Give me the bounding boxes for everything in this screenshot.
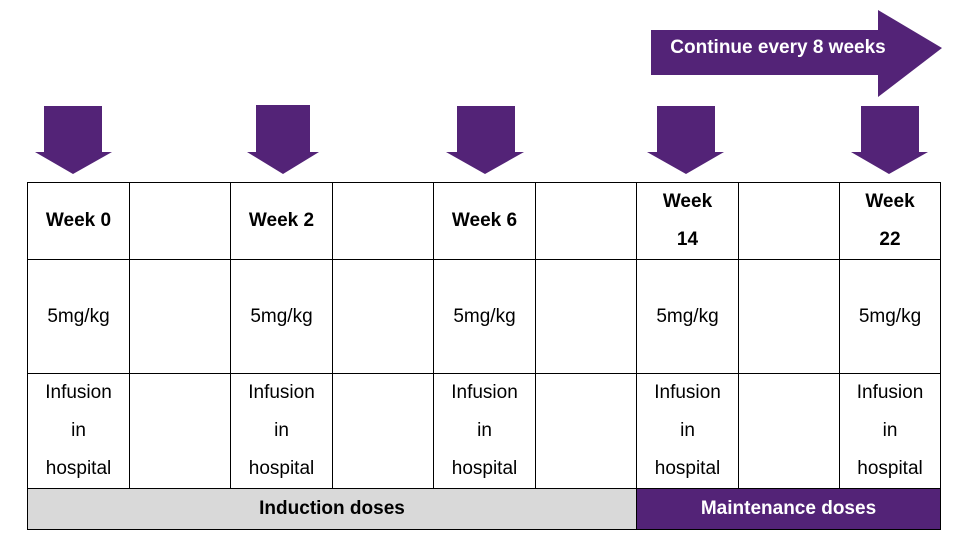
administration-cell: Infusion in hospital xyxy=(433,373,536,489)
administration-line: Infusion xyxy=(45,382,112,403)
week-label: Week 6 xyxy=(451,210,518,231)
administration-line: Infusion xyxy=(451,382,518,403)
spacer-cell xyxy=(738,373,840,489)
administration-line: hospital xyxy=(45,458,112,479)
continue-arrow xyxy=(651,10,942,97)
administration-line: hospital xyxy=(451,458,518,479)
administration-line: Infusion xyxy=(856,382,924,403)
administration-line: in xyxy=(274,420,289,441)
continue-label: Continue every 8 weeks xyxy=(670,37,886,58)
week-row: Week 0 Week 2 Week 6 Week 14 Week 22 xyxy=(27,182,941,260)
spacer-cell xyxy=(129,373,231,489)
administration-line: Infusion xyxy=(654,382,721,403)
week-label: Week 0 xyxy=(45,210,112,231)
spacer-cell xyxy=(332,373,434,489)
spacer-cell xyxy=(332,259,434,374)
administration-line: in xyxy=(680,420,695,441)
week-label-line: 14 xyxy=(676,229,699,250)
down-arrow-week-6 xyxy=(446,106,524,174)
week-label-line: Week xyxy=(865,191,915,212)
dosing-schedule-table: Week 0 Week 2 Week 6 Week 14 Week 22 5mg… xyxy=(27,182,941,530)
down-arrow-week-2 xyxy=(247,105,319,174)
spacer-cell xyxy=(738,259,840,374)
administration-line: hospital xyxy=(857,458,923,479)
administration-line: hospital xyxy=(654,458,721,479)
week-cell: Week 0 xyxy=(27,182,130,260)
week-cell: Week 14 xyxy=(636,182,739,260)
spacer-cell xyxy=(129,259,231,374)
maintenance-phase-label: Maintenance doses xyxy=(636,488,941,530)
dose-cell: 5mg/kg xyxy=(839,259,941,374)
administration-line: hospital xyxy=(248,458,315,479)
down-arrow-week-14 xyxy=(647,106,724,174)
dose-row: 5mg/kg 5mg/kg 5mg/kg 5mg/kg 5mg/kg xyxy=(27,259,941,374)
spacer-cell xyxy=(535,373,637,489)
spacer-cell xyxy=(129,182,231,260)
spacer-cell xyxy=(535,259,637,374)
induction-phase-label: Induction doses xyxy=(27,488,637,530)
administration-line: in xyxy=(882,420,898,441)
week-label-line: Week xyxy=(662,191,713,212)
administration-line: in xyxy=(71,420,86,441)
administration-cell: Infusion in hospital xyxy=(27,373,130,489)
dose-cell: 5mg/kg xyxy=(230,259,333,374)
phase-row: Induction doses Maintenance doses xyxy=(27,488,941,530)
spacer-cell xyxy=(332,182,434,260)
week-label: Week 2 xyxy=(248,210,315,231)
dose-cell: 5mg/kg xyxy=(636,259,739,374)
spacer-cell xyxy=(738,182,840,260)
week-cell: Week 6 xyxy=(433,182,536,260)
dose-cell: 5mg/kg xyxy=(27,259,130,374)
administration-cell: Infusion in hospital xyxy=(636,373,739,489)
administration-line: in xyxy=(477,420,492,441)
down-arrow-week-22 xyxy=(851,106,928,174)
down-arrow-week-0 xyxy=(35,106,112,174)
administration-row: Infusion in hospital Infusion in hospita… xyxy=(27,373,941,489)
administration-cell: Infusion in hospital xyxy=(839,373,941,489)
administration-line: Infusion xyxy=(248,382,315,403)
week-cell: Week 2 xyxy=(230,182,333,260)
week-cell: Week 22 xyxy=(839,182,941,260)
administration-cell: Infusion in hospital xyxy=(230,373,333,489)
spacer-cell xyxy=(535,182,637,260)
dose-cell: 5mg/kg xyxy=(433,259,536,374)
week-label-line: 22 xyxy=(879,229,901,250)
